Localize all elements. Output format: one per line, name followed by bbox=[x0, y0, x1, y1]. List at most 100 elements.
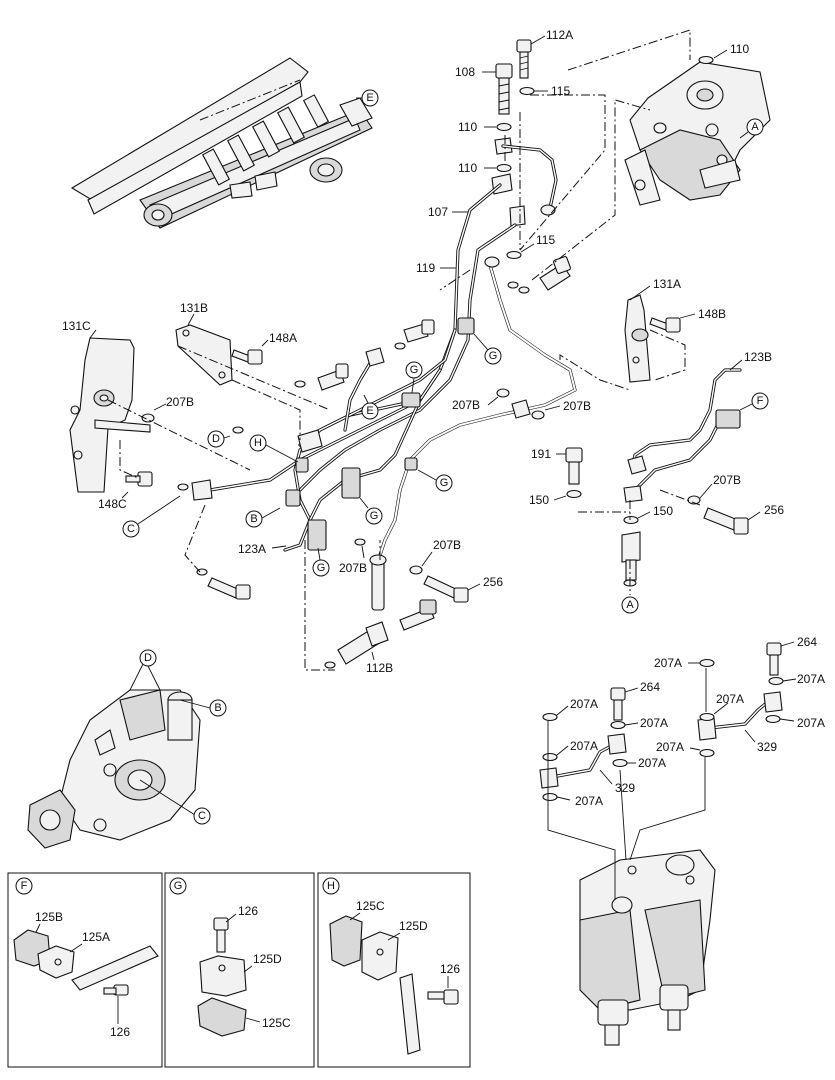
label-207A-5: 207A bbox=[638, 756, 666, 770]
label-207B-lower-right: 207B bbox=[433, 538, 461, 552]
label-150-right: 150 bbox=[653, 504, 673, 518]
ref-G-2: G bbox=[405, 361, 423, 394]
label-207A-1: 207A bbox=[570, 697, 598, 711]
label-110-b: 110 bbox=[458, 161, 477, 175]
bolt-center-left bbox=[317, 363, 349, 391]
label-148A: 148A bbox=[269, 331, 297, 345]
svg-text:C: C bbox=[127, 523, 135, 535]
ref-G-1: G bbox=[473, 333, 502, 365]
label-F-125B: 125B bbox=[35, 910, 63, 924]
ref-G-4: G bbox=[359, 497, 383, 525]
bolt-148A bbox=[231, 349, 263, 365]
label-148C: 148C bbox=[98, 497, 127, 511]
bolt-112B bbox=[337, 621, 389, 665]
ref-A-bottom: A bbox=[621, 596, 639, 614]
svg-text:A: A bbox=[751, 121, 759, 133]
bracket-131C bbox=[69, 337, 151, 493]
detail-box-G: G 126 125D 125C bbox=[164, 872, 315, 1068]
label-G-125D: 125D bbox=[253, 952, 282, 966]
bracket-131A bbox=[624, 294, 651, 383]
label-207B-right: 207B bbox=[713, 473, 741, 487]
label-148B: 148B bbox=[698, 307, 726, 321]
label-207B-lower: 207B bbox=[339, 561, 367, 575]
ref-C-mid: C bbox=[122, 495, 181, 538]
bolt-center-right bbox=[403, 319, 435, 343]
injector-cylinders bbox=[201, 94, 330, 186]
svg-text:G: G bbox=[489, 350, 498, 362]
svg-text:G: G bbox=[174, 880, 183, 892]
bolt-256-center bbox=[423, 575, 469, 603]
svg-text:F: F bbox=[21, 880, 28, 892]
svg-text:G: G bbox=[410, 364, 419, 376]
filter-head-bracket bbox=[624, 61, 771, 206]
label-256-right: 256 bbox=[764, 503, 784, 517]
svg-text:D: D bbox=[144, 652, 152, 664]
svg-text:E: E bbox=[366, 405, 373, 417]
label-207A-7: 207A bbox=[716, 692, 744, 706]
bolt-148B bbox=[649, 317, 681, 333]
svg-text:B: B bbox=[214, 702, 221, 714]
bolt-112A bbox=[516, 39, 532, 79]
svg-text:D: D bbox=[212, 433, 220, 445]
label-207A-3: 207A bbox=[575, 794, 603, 808]
sensor-fitting bbox=[399, 599, 437, 631]
injector-nozzle-center bbox=[369, 554, 387, 611]
ref-C-pump: C bbox=[193, 807, 211, 825]
washer-110-right bbox=[698, 55, 714, 65]
svg-text:C: C bbox=[198, 810, 206, 822]
ref-G-5: G bbox=[312, 547, 330, 577]
label-115-top: 115 bbox=[551, 84, 570, 98]
label-107: 107 bbox=[428, 205, 448, 219]
label-H-125C: 125C bbox=[356, 899, 385, 913]
washers-207A bbox=[542, 658, 784, 802]
label-119: 119 bbox=[416, 261, 435, 275]
bolt-264-left bbox=[610, 687, 626, 721]
washer-110-b bbox=[496, 163, 512, 173]
detail-box-H: H 125C 125D 126 bbox=[317, 872, 471, 1068]
label-G-125C: 125C bbox=[262, 1016, 291, 1030]
washer-150-right bbox=[623, 515, 639, 525]
bolt-lower-left bbox=[207, 577, 251, 600]
label-264-right: 264 bbox=[797, 635, 817, 649]
label-131B: 131B bbox=[180, 301, 208, 315]
washer-115-top bbox=[519, 86, 535, 96]
label-329-right: 329 bbox=[757, 740, 777, 754]
svg-text:G: G bbox=[317, 562, 326, 574]
label-123A: 123A bbox=[238, 542, 266, 556]
label-115-mid: 115 bbox=[536, 233, 555, 247]
svg-text:A: A bbox=[626, 599, 634, 611]
callout-labels: 112A 110 108 115 110 110 107 115 119 131… bbox=[62, 28, 825, 808]
ref-D-mid: D bbox=[207, 430, 231, 448]
label-F-125A: 125A bbox=[82, 930, 110, 944]
label-329-left: 329 bbox=[615, 781, 635, 795]
label-131C: 131C bbox=[62, 319, 91, 333]
injector-rail-assembly bbox=[70, 57, 373, 229]
label-H-126: 126 bbox=[440, 962, 460, 976]
label-108: 108 bbox=[455, 65, 475, 79]
label-256-center: 256 bbox=[483, 575, 503, 589]
label-131A: 131A bbox=[653, 277, 681, 291]
washer-110-a bbox=[496, 122, 512, 132]
svg-text:F: F bbox=[757, 395, 764, 407]
pipe-123B bbox=[623, 368, 742, 503]
fitting-center-2 bbox=[297, 429, 323, 453]
label-112A: 112A bbox=[546, 28, 573, 42]
label-207A-8: 207A bbox=[656, 740, 684, 754]
svg-text:G: G bbox=[370, 510, 379, 522]
bolt-108 bbox=[495, 63, 513, 115]
ref-A-top: A bbox=[739, 118, 764, 139]
return-pipe-119 bbox=[378, 256, 577, 557]
label-207A-2: 207A bbox=[570, 739, 598, 753]
fuel-line-329-left bbox=[539, 733, 627, 789]
pipe-clamps bbox=[285, 317, 475, 551]
detail-box-F: F 125B 125A 126 bbox=[7, 872, 163, 1068]
label-207B-center-right: 207B bbox=[563, 399, 591, 413]
fitting-center-1 bbox=[365, 347, 385, 367]
ref-B-mid: B bbox=[245, 507, 281, 528]
svg-text:B: B bbox=[250, 513, 257, 525]
ref-D-pump: D bbox=[139, 649, 161, 691]
reference-markers: E A G G E F D bbox=[122, 89, 769, 825]
label-H-125D: 125D bbox=[399, 919, 428, 933]
ref-B-pump: B bbox=[209, 699, 227, 717]
